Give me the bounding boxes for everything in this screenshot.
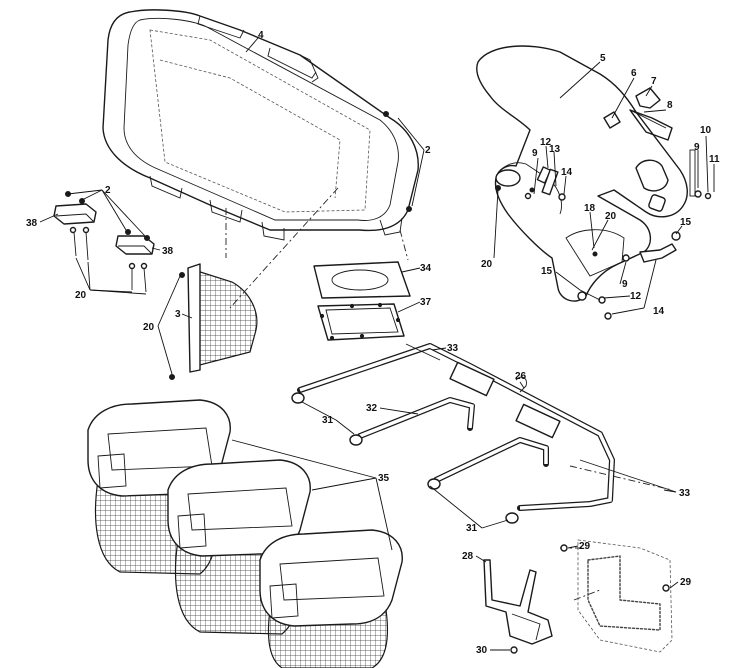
callout-32: 32 xyxy=(366,403,378,414)
callout-labels: 4 2 5 6 7 8 10 9 11 12 13 9 14 18 20 15 … xyxy=(26,30,720,656)
callout-20: 20 xyxy=(143,322,155,333)
callout-6: 6 xyxy=(631,68,637,79)
mount-plate xyxy=(510,539,673,654)
callout-12: 12 xyxy=(630,291,642,302)
callout-31: 31 xyxy=(322,415,334,426)
callout-20: 20 xyxy=(481,259,493,270)
callout-29: 29 xyxy=(680,577,692,588)
callout-18: 18 xyxy=(584,203,596,214)
callout-31: 31 xyxy=(466,523,478,534)
chute-hardware xyxy=(524,87,712,320)
callout-30: 30 xyxy=(476,645,488,656)
callout-12: 12 xyxy=(540,137,552,148)
callout-37: 37 xyxy=(420,297,432,308)
frame-32 xyxy=(291,343,677,524)
callout-38: 38 xyxy=(26,218,38,229)
callout-9: 9 xyxy=(532,148,538,159)
callout-2: 2 xyxy=(105,185,111,196)
bracket-28 xyxy=(483,559,553,645)
callout-9: 9 xyxy=(622,279,628,290)
callout-34: 34 xyxy=(420,263,432,274)
mesh-panel-3 xyxy=(169,263,258,380)
callout-35: 35 xyxy=(378,473,390,484)
leader-lines xyxy=(39,37,715,651)
plate-37 xyxy=(317,302,405,341)
callout-15: 15 xyxy=(680,217,692,228)
callout-20: 20 xyxy=(605,211,617,222)
callout-26: 26 xyxy=(515,371,527,382)
callout-28: 28 xyxy=(462,551,474,562)
callout-38: 38 xyxy=(162,246,174,257)
catcher-bags-35 xyxy=(87,399,403,668)
callout-4: 4 xyxy=(258,30,264,41)
callout-11: 11 xyxy=(709,154,720,165)
callout-14: 14 xyxy=(561,167,573,178)
callout-33: 33 xyxy=(447,343,459,354)
callout-8: 8 xyxy=(667,100,673,111)
callout-3: 3 xyxy=(175,309,181,320)
callout-15: 15 xyxy=(541,266,553,277)
callout-10: 10 xyxy=(700,125,712,136)
brackets-38 xyxy=(53,191,155,293)
discharge-chute xyxy=(476,45,688,302)
callout-9: 9 xyxy=(694,142,700,153)
callout-2: 2 xyxy=(425,145,431,156)
gasket-34 xyxy=(313,261,411,299)
callout-13: 13 xyxy=(549,144,561,155)
grass-catcher-cover xyxy=(102,9,419,241)
callout-5: 5 xyxy=(600,53,606,64)
callout-7: 7 xyxy=(651,76,657,87)
callout-33: 33 xyxy=(679,488,691,499)
callout-29: 29 xyxy=(579,541,591,552)
callout-14: 14 xyxy=(653,306,665,317)
callout-20: 20 xyxy=(75,290,87,301)
